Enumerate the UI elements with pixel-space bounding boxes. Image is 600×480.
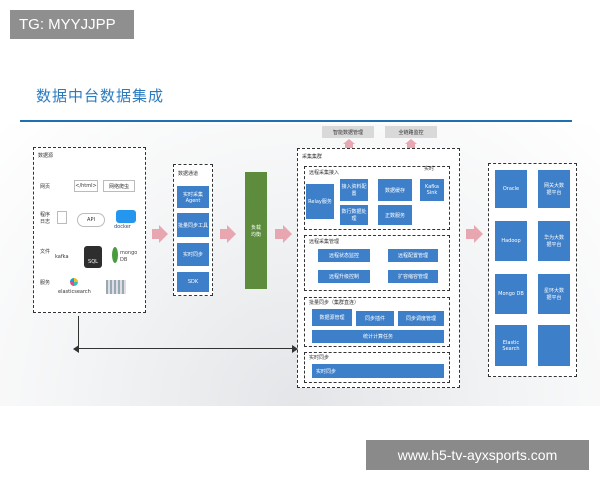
access-config: 接入资料配置 [340,179,368,201]
elasticsearch-label: elasticsearch [58,289,91,295]
remote-mgmt-item: 远程配置管理 [388,249,438,262]
elasticsearch-icon [70,278,78,286]
channel-item: 实时同步 [177,243,209,266]
full-link-monitor-box: 全链路监控 [385,126,437,138]
remote-mgmt-heading: 远程采集管理 [309,239,340,245]
api-cloud-icon: API [77,213,105,227]
batch-sync-heading: 批量同步（集群直连） [309,300,360,306]
remote-mgmt-item: 扩容缩容管理 [388,270,438,283]
normal-service: 正数服务 [378,205,412,225]
target-platform: 网关大数据平台 [538,170,570,208]
html-logo: </html> [74,180,98,192]
remote-mgmt-item: 远程状态监控 [318,249,370,262]
vertical-arrow-head-up [343,139,355,144]
batch-sync-panel [304,297,450,347]
feedback-line [78,348,293,349]
target-store: Hadoop [495,221,527,261]
vertical-arrow-head-up [405,139,417,144]
flow-arrow-head [474,225,483,243]
docker-label: docker [114,224,131,230]
channel-item: SDK [177,272,209,292]
sources-heading: 数据源 [38,153,54,159]
remote-mgmt-item: 远程升级控制 [318,270,370,283]
sql-label: SQL [88,259,98,265]
feedback-arrow-left [73,345,79,353]
cluster-heading: 采集集群 [302,154,323,160]
server-icon [106,280,126,294]
realtime-sync-heading: 实时同步 [309,355,330,361]
remote-mgmt-panel [304,235,450,291]
data-processing: 数行数据处理 [340,205,368,225]
full-link-monitor-label: 全链路监控 [398,129,424,136]
watermark-bottom: www.h5-tv-ayxsports.com [366,440,589,470]
target-platform [538,325,570,366]
batch-sync-item: 同步插件 [356,311,394,326]
target-store: Mongo DB [495,274,527,314]
flow-arrow-head [227,225,236,243]
page-title: 数据中台数据集成 [36,87,165,105]
source-row-label: 文件 [40,249,51,255]
sql-icon: SQL [84,246,102,268]
smart-data-mgmt-box: 智能数据管理 [322,126,374,138]
flow-arrow-head [283,225,292,243]
target-platform: 华为大数据平台 [538,221,570,261]
target-store: Elastic Search [495,325,527,366]
target-platform: 星环大数据平台 [538,274,570,314]
flow-arrow [466,229,474,239]
feedback-stem [78,316,79,348]
realtime-access-heading: 远程采集接入 [309,170,340,176]
source-row-label: 程序日志 [40,212,51,225]
load-balancer-label: 负载均衡 [250,224,261,238]
relay-service: Relay服务 [306,184,334,219]
docker-icon [116,210,136,223]
flow-arrow [275,229,283,239]
kafka-logo: kafka [55,254,69,260]
smart-data-mgmt-label: 智能数据管理 [332,129,363,136]
batch-sync-item: 数据源管理 [312,309,352,326]
log-file-icon [57,211,67,224]
realtime-tag: 实时 [424,166,435,172]
realtime-access-panel [304,166,450,230]
sources-panel [33,147,146,313]
mongodb-leaf-icon [112,247,118,263]
data-cache: 数据缓存 [378,179,412,201]
title-underline [20,120,572,122]
crawler-logo: 网络爬虫 [103,180,135,192]
channels-heading: 数据通道 [178,171,199,177]
mongodb-label: mongo DB [120,250,138,263]
watermark-top: TG: MYYJJPP [10,10,134,39]
source-row-label: 网页 [40,184,51,190]
flow-arrow-head [159,225,168,243]
feedback-arrow-right [292,345,298,353]
target-store: Oracle [495,170,527,208]
load-balancer-block: 负载均衡 [245,172,267,289]
flow-arrow [220,229,227,239]
channel-item: 批量同步工具 [177,213,209,237]
channel-item: 实时采集Agent [177,186,209,208]
source-row-label: 服务 [40,280,51,286]
realtime-sync-item: 实时同步 [312,364,444,378]
realtime-sync-panel [304,352,450,383]
kafka-sink: Kafka Sink [420,179,444,201]
batch-sync-item: 统计计算任务 [312,330,444,343]
flow-arrow [152,229,159,239]
batch-sync-item: 同步调度管理 [398,311,444,326]
